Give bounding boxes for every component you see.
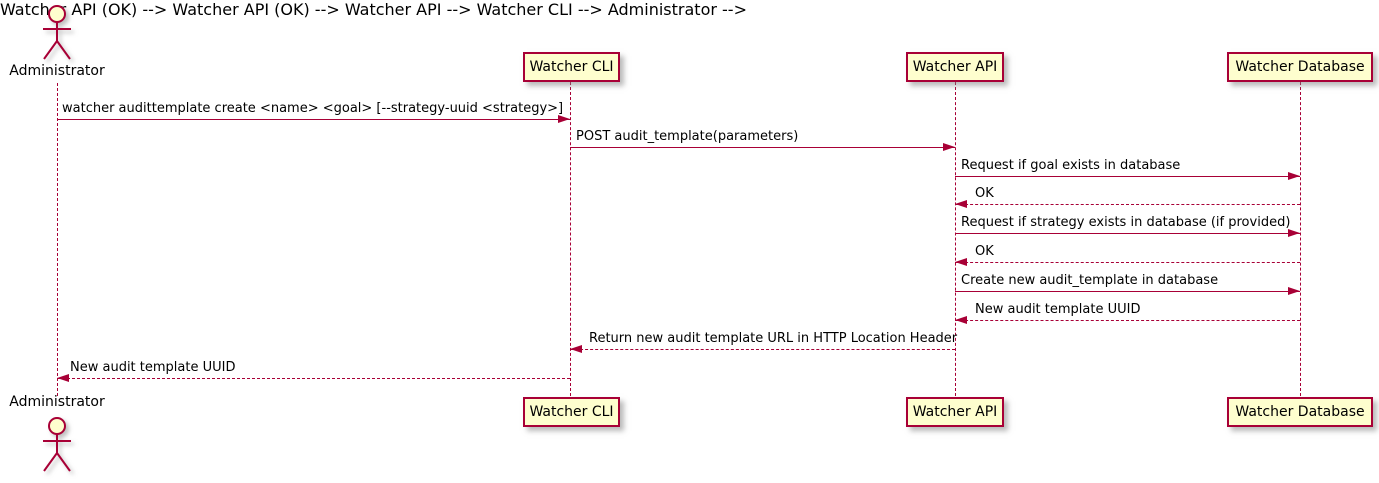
participant-watcher-database-bottom: Watcher Database bbox=[1227, 397, 1373, 427]
message-arrow bbox=[57, 374, 570, 382]
participant-watcher-cli-bottom: Watcher CLI bbox=[523, 397, 620, 427]
lifeline-watcher-database bbox=[1300, 82, 1301, 396]
actor-icon bbox=[43, 5, 71, 60]
lifeline-watcher-api bbox=[955, 82, 956, 396]
arrowhead-right-icon bbox=[1288, 172, 1300, 180]
message-arrow bbox=[955, 200, 1300, 208]
message-arrow bbox=[570, 143, 955, 151]
arrowhead-right-icon bbox=[1288, 287, 1300, 295]
message-arrow bbox=[955, 172, 1300, 180]
lifeline-watcher-cli bbox=[570, 82, 571, 396]
message-label: POST audit_template(parameters) bbox=[576, 129, 799, 144]
arrowhead-left-icon bbox=[57, 374, 69, 382]
message-label: Request if strategy exists in database (… bbox=[961, 215, 1291, 230]
message-arrow bbox=[955, 258, 1300, 266]
message-label: Return new audit template URL in HTTP Lo… bbox=[589, 331, 958, 346]
message-label: OK bbox=[975, 244, 994, 259]
message-label: watcher audittemplate create <name> <goa… bbox=[62, 101, 564, 116]
message-arrow bbox=[955, 229, 1300, 237]
message-label: OK bbox=[975, 186, 994, 201]
participant-watcher-database-top: Watcher Database bbox=[1227, 52, 1373, 82]
actor-icon bbox=[43, 417, 71, 472]
message-arrow bbox=[955, 316, 1300, 324]
participant-watcher-api-bottom: Watcher API bbox=[906, 397, 1004, 427]
message-arrow bbox=[570, 345, 955, 353]
arrowhead-left-icon bbox=[955, 316, 967, 324]
message-label: Create new audit_template in database bbox=[961, 273, 1219, 288]
lifeline-administrator bbox=[57, 83, 58, 396]
arrowhead-right-icon bbox=[1288, 229, 1300, 237]
message-label: Request if goal exists in database bbox=[961, 158, 1181, 173]
participant-watcher-api-top: Watcher API bbox=[906, 52, 1004, 82]
message-label: New audit template UUID bbox=[70, 360, 236, 375]
message-label: New audit template UUID bbox=[975, 302, 1141, 317]
arrowhead-right-icon bbox=[558, 115, 570, 123]
arrowhead-left-icon bbox=[955, 258, 967, 266]
message-arrow bbox=[955, 287, 1300, 295]
actor-label-bottom: Administrator bbox=[9, 394, 105, 410]
actor-label-top: Administrator bbox=[9, 63, 105, 79]
arrowhead-right-icon bbox=[943, 143, 955, 151]
arrowhead-left-icon bbox=[955, 200, 967, 208]
message-arrow bbox=[57, 115, 570, 123]
arrowhead-left-icon bbox=[570, 345, 582, 353]
participant-watcher-cli-top: Watcher CLI bbox=[523, 52, 620, 82]
